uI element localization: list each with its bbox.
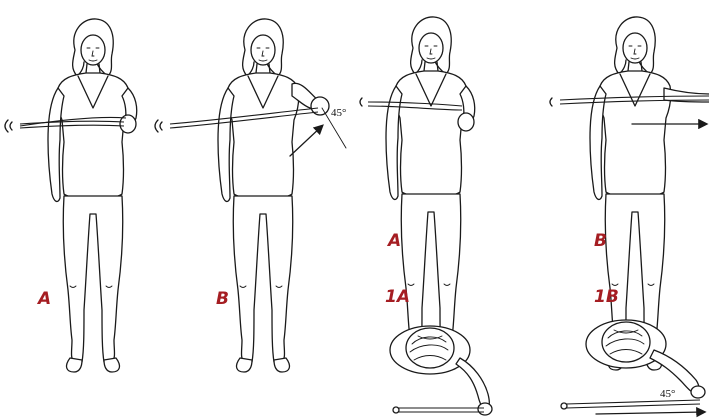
label-fig2-b: B — [594, 231, 607, 251]
angle-label-front-b: 45° — [331, 107, 346, 119]
label-fig2-1b: 1B — [594, 287, 619, 307]
label-fig1-a: A — [36, 289, 51, 309]
angle-label-top-1b: 45° — [660, 388, 675, 400]
figure-b-left — [218, 19, 329, 372]
label-fig2-1a: 1A — [385, 287, 410, 307]
top-view-1b — [586, 320, 705, 398]
resistance-band-1a — [393, 407, 484, 413]
top-view-1a — [390, 326, 492, 415]
figure-a-left — [48, 19, 137, 372]
label-fig1-b: B — [216, 289, 229, 309]
resistance-band-1b: 45° — [561, 388, 704, 414]
figure-b-right — [590, 17, 709, 370]
figure-a-right — [386, 17, 475, 370]
label-fig2-a: A — [386, 231, 401, 251]
